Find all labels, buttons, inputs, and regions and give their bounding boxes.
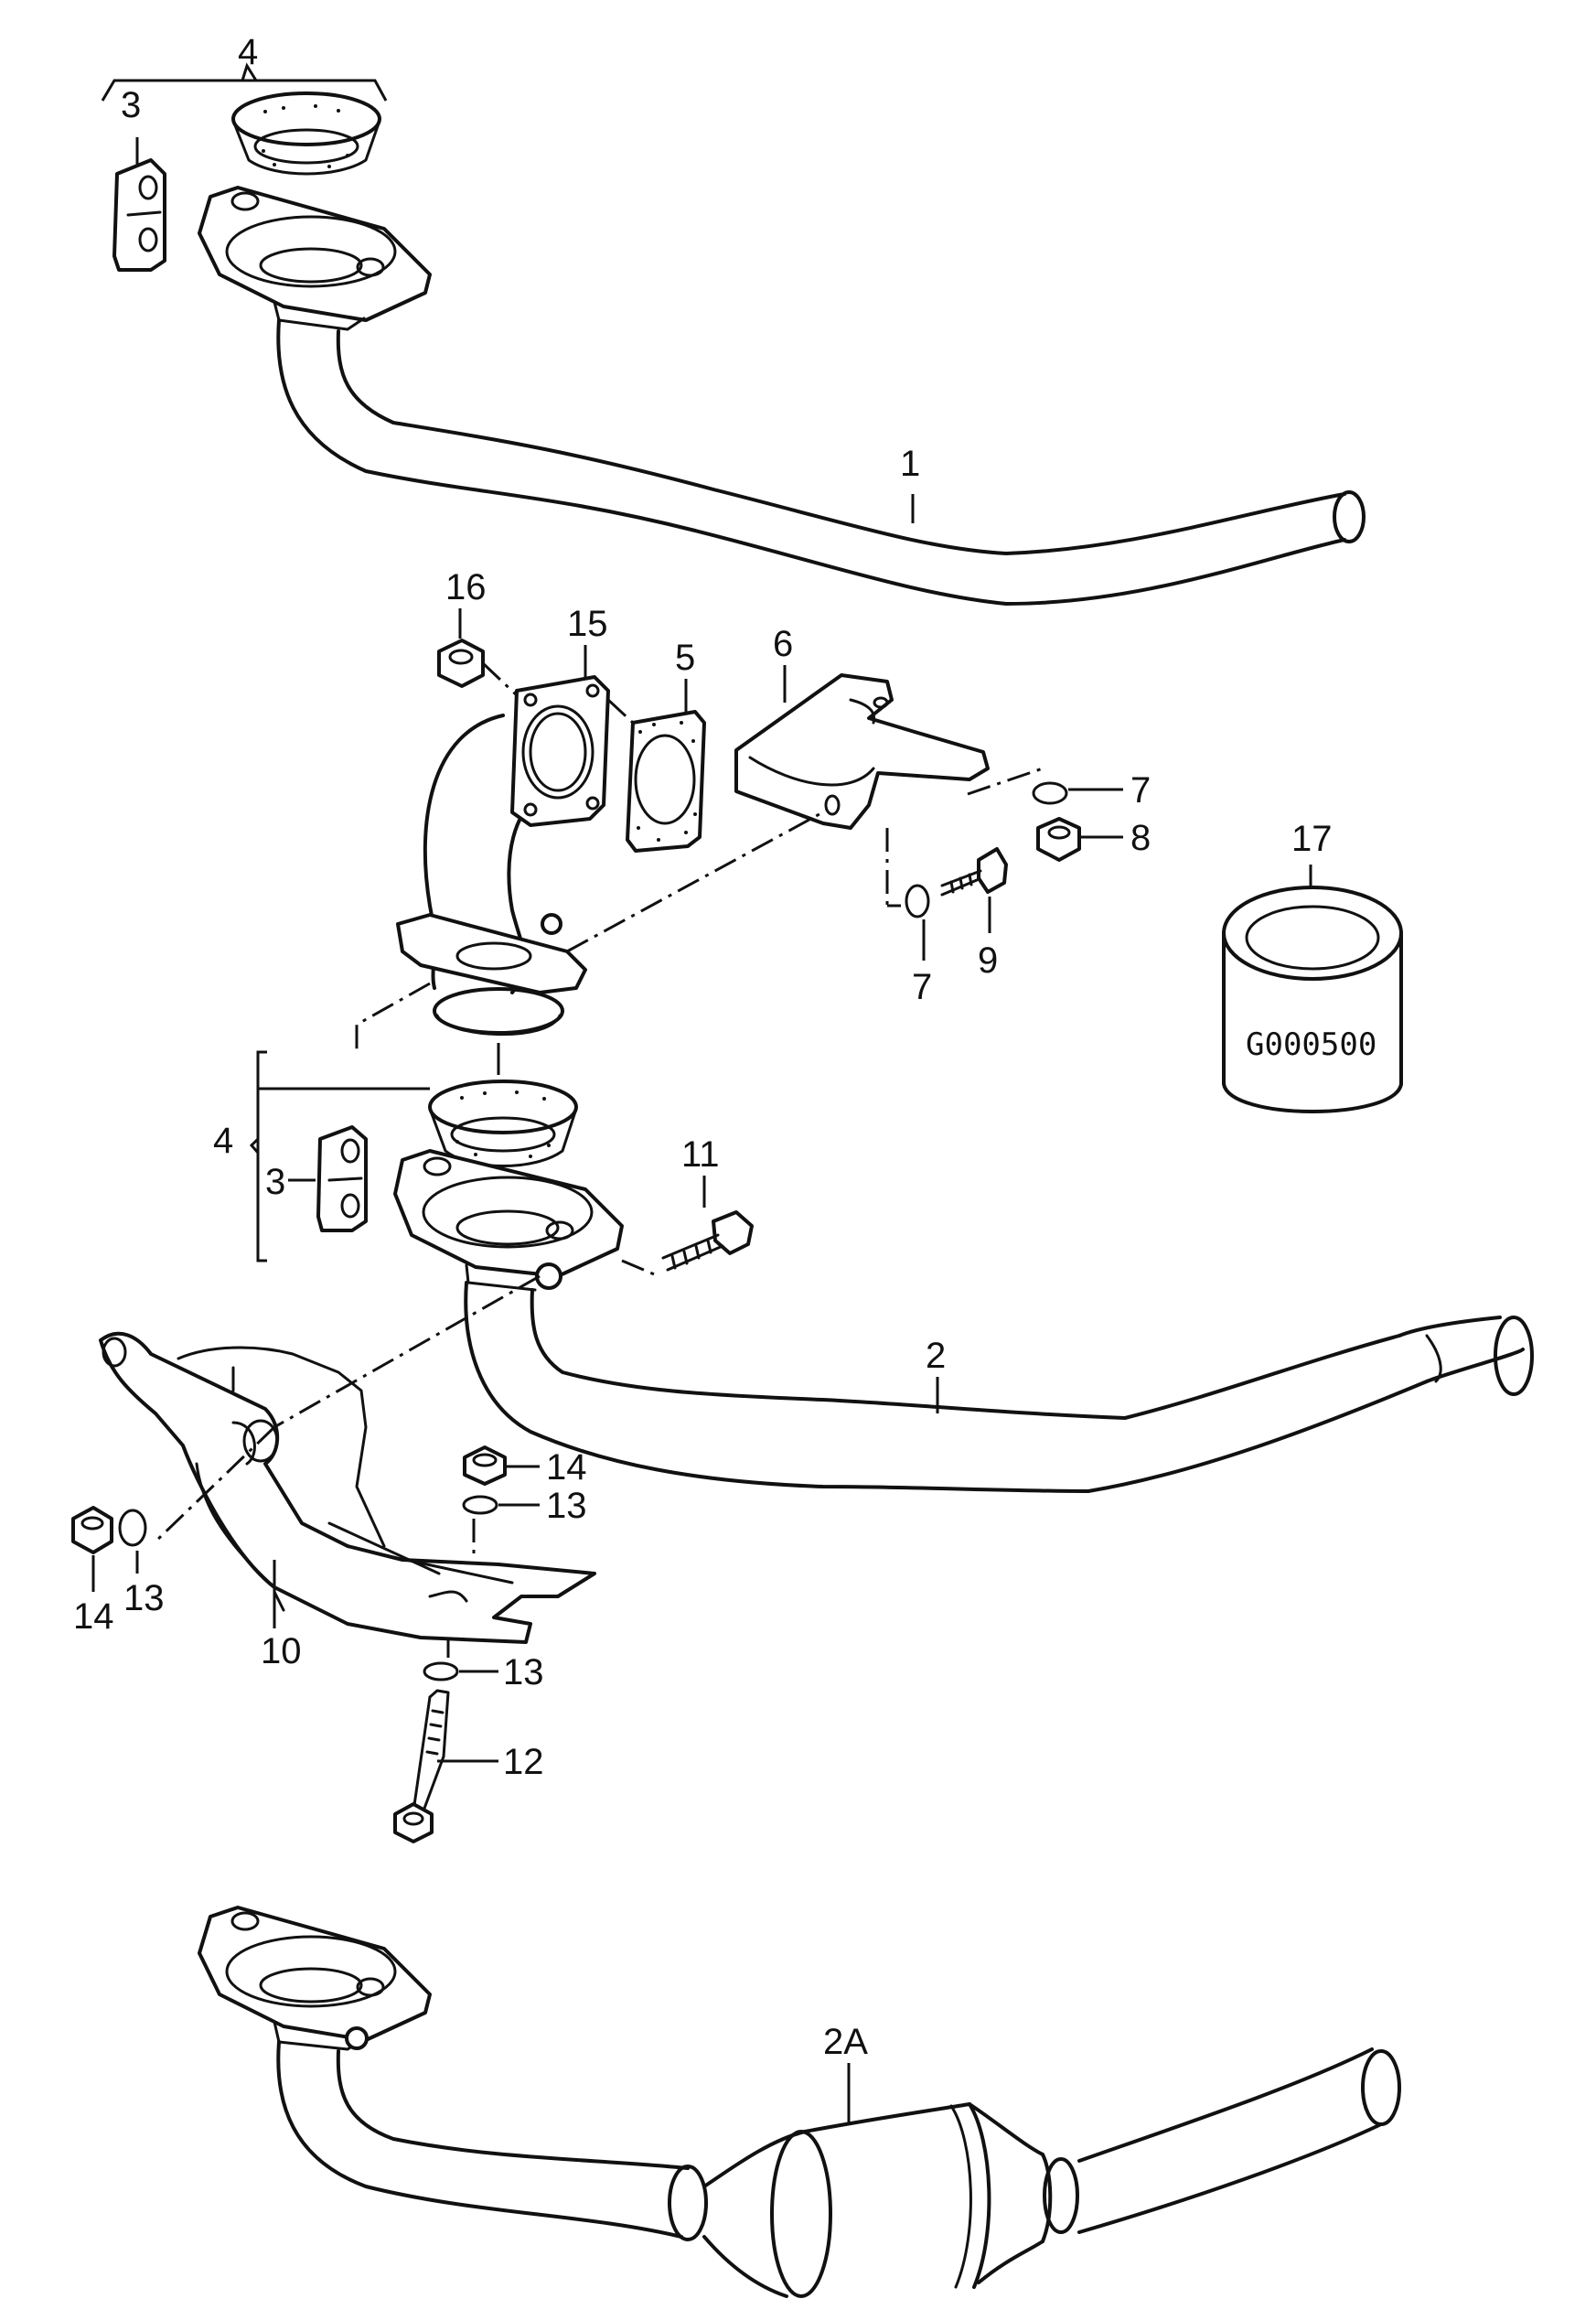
bolt-11 xyxy=(661,1210,754,1272)
callout-5: 5 xyxy=(675,638,695,678)
seal-ring-mid xyxy=(428,1080,578,1167)
bracket-6 xyxy=(734,673,990,830)
clamp-top-3 xyxy=(112,158,166,272)
bolt-9 xyxy=(940,847,1008,897)
callout-2: 2 xyxy=(926,1336,946,1376)
front-pipe-1 xyxy=(198,186,1366,606)
seal-ring-top xyxy=(231,91,381,176)
callout-7-right: 7 xyxy=(1130,770,1151,811)
stud-bolt-12 xyxy=(393,1689,450,1843)
heat-shield-10 xyxy=(99,1331,596,1644)
nut-14-right xyxy=(463,1445,507,1486)
callout-13-left: 13 xyxy=(123,1578,165,1618)
callout-1: 1 xyxy=(900,444,920,484)
kit-label: G000500 xyxy=(1246,1026,1376,1063)
callout-4-mid: 4 xyxy=(213,1121,233,1161)
callout-3-mid: 3 xyxy=(265,1162,285,1202)
callout-17: 17 xyxy=(1291,819,1333,859)
front-pipe-catalytic-converter-2a xyxy=(198,1906,1401,2298)
callout-15: 15 xyxy=(567,604,608,644)
washer-13-lower xyxy=(423,1661,459,1681)
washer-7-lower xyxy=(905,884,930,919)
callout-14-right: 14 xyxy=(546,1447,587,1488)
nut-16 xyxy=(437,639,485,688)
callout-7-lower: 7 xyxy=(912,967,932,1007)
nut-14-left xyxy=(71,1506,113,1554)
callout-6: 6 xyxy=(773,624,793,664)
elbow-pipe-15 xyxy=(396,675,610,1037)
callout-2a: 2A xyxy=(823,2022,868,2062)
callout-14-left: 14 xyxy=(73,1596,114,1637)
callout-9: 9 xyxy=(978,940,998,981)
callout-10: 10 xyxy=(261,1631,302,1671)
callout-13-lower: 13 xyxy=(503,1652,544,1692)
callout-8: 8 xyxy=(1130,818,1151,858)
washer-13-upper xyxy=(462,1495,498,1515)
washer-13-left xyxy=(118,1509,147,1547)
front-pipe-2 xyxy=(393,1149,1534,1493)
clamp-mid-3 xyxy=(316,1125,368,1232)
repair-kit-17: G000500 xyxy=(1222,886,1403,1113)
callout-11: 11 xyxy=(681,1134,720,1175)
callout-16: 16 xyxy=(445,567,487,607)
gasket-5 xyxy=(626,710,706,853)
callout-3-top: 3 xyxy=(121,85,141,125)
washer-7-right xyxy=(1032,781,1068,805)
nut-8 xyxy=(1036,817,1081,862)
callout-13-upper: 13 xyxy=(546,1486,587,1526)
callout-4-top: 4 xyxy=(238,32,258,72)
callout-12: 12 xyxy=(503,1742,544,1782)
